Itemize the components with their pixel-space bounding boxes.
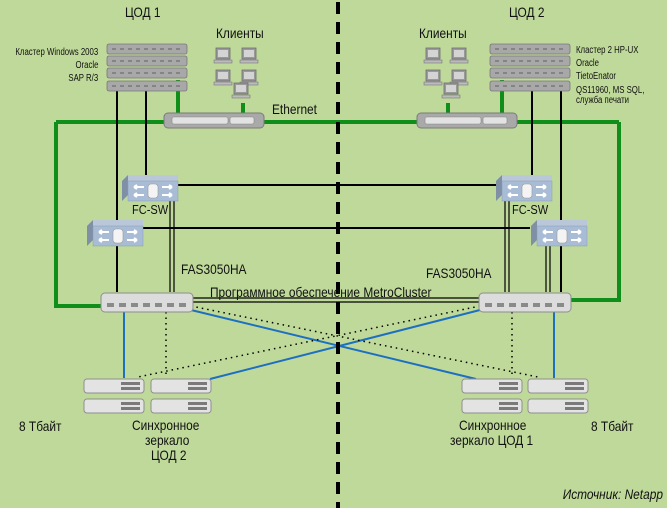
server-label-right-3: TietoEnator <box>576 71 617 82</box>
server-label-right-2: Oracle <box>576 58 599 69</box>
clients-right-icon <box>423 47 469 99</box>
server-rack-left <box>106 43 188 92</box>
fas-controller-right <box>478 292 572 313</box>
ethernet-ring <box>54 80 621 308</box>
fas-controller-left <box>100 292 194 313</box>
fc-switch-left-2 <box>86 219 144 247</box>
ethernet-switch-right <box>416 112 518 129</box>
server-label-right-4: QS11960, MS SQL, <box>576 85 645 96</box>
server-rack-right <box>489 43 571 92</box>
server-label-left-3: SAP R/3 <box>68 73 98 84</box>
metrocluster-label: Программное обеспечение MetroCluster <box>210 284 432 300</box>
mirror-links <box>137 305 539 378</box>
fc-switch-label-right: FC-SW <box>512 202 549 217</box>
mirror-label-left-2: зеркало <box>145 432 190 448</box>
mirror-label-left-1: Синхронное <box>132 417 200 433</box>
fc-switch-right-2 <box>530 219 588 247</box>
site-title-right: ЦОД 2 <box>509 4 545 20</box>
mirror-label-right-1: Синхронное <box>459 417 527 433</box>
fas-label-right: FAS3050HA <box>426 265 492 281</box>
capacity-label-right: 8 Тбайт <box>591 418 634 434</box>
fc-switch-left-1 <box>121 174 179 202</box>
ethernet-switch-left <box>163 112 265 129</box>
source-caption: Источник: Netapp <box>562 486 663 502</box>
site-title-left: ЦОД 1 <box>125 4 161 20</box>
clients-label-left: Клиенты <box>216 25 264 41</box>
fc-switch-label-left: FC-SW <box>132 202 169 217</box>
disk-shelves-left <box>83 378 212 414</box>
clients-label-right: Клиенты <box>419 25 467 41</box>
fas-label-left: FAS3050HA <box>181 261 247 277</box>
storage-links <box>123 309 555 380</box>
capacity-label-left: 8 Тбайт <box>19 418 62 434</box>
server-label-right-5: служба печати <box>576 95 630 106</box>
clients-left-icon <box>213 47 259 99</box>
ethernet-label: Ethernet <box>272 101 317 117</box>
server-label-left-2: Oracle <box>75 60 98 71</box>
server-label-right-1: Кластер 2 HP-UX <box>576 45 639 56</box>
mirror-label-right-2: зеркало ЦОД 1 <box>450 432 534 448</box>
disk-shelves-right <box>461 378 589 414</box>
server-label-left-1: Кластер Windows 2003 <box>15 47 98 58</box>
fc-switch-right-1 <box>495 174 553 202</box>
mirror-label-left-3: ЦОД 2 <box>151 447 187 463</box>
